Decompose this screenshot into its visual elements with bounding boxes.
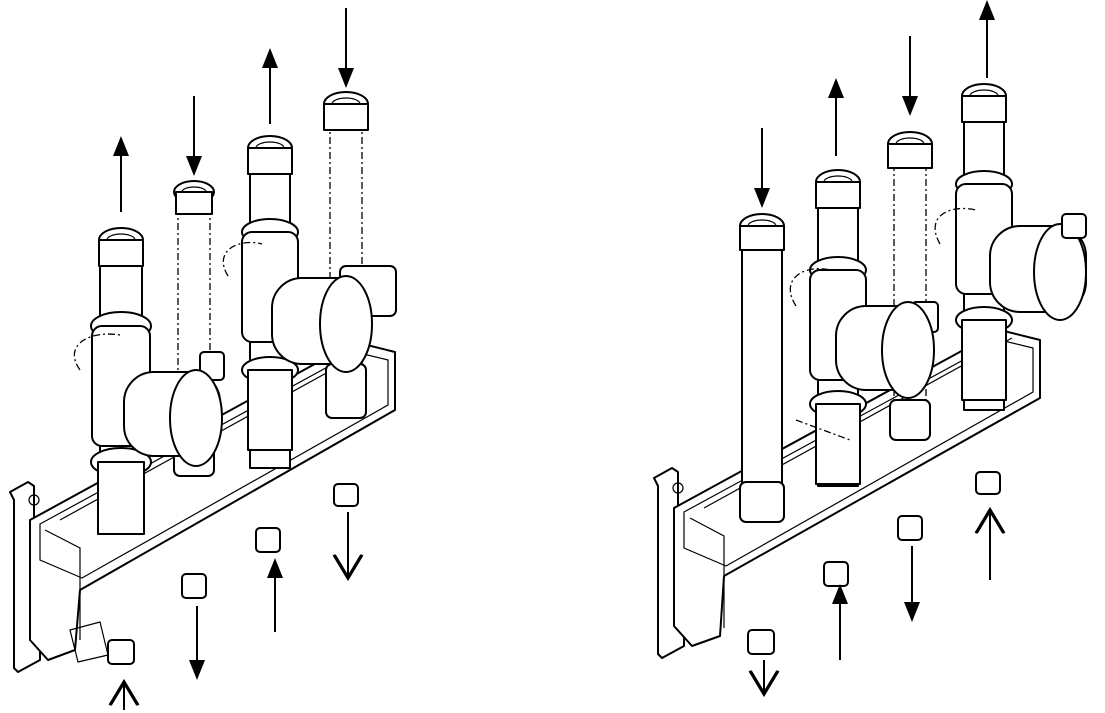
- right-pump-2: [934, 207, 1087, 321]
- left-pump-1: [73, 333, 223, 467]
- right-pipe-1: [739, 213, 785, 523]
- right-pump-1: [789, 268, 935, 441]
- left-pump-2: [222, 241, 373, 373]
- right-manifold-assembly: [653, 83, 1087, 659]
- flow-arrows: [121, 0, 990, 710]
- left-manifold-assembly: [9, 91, 397, 673]
